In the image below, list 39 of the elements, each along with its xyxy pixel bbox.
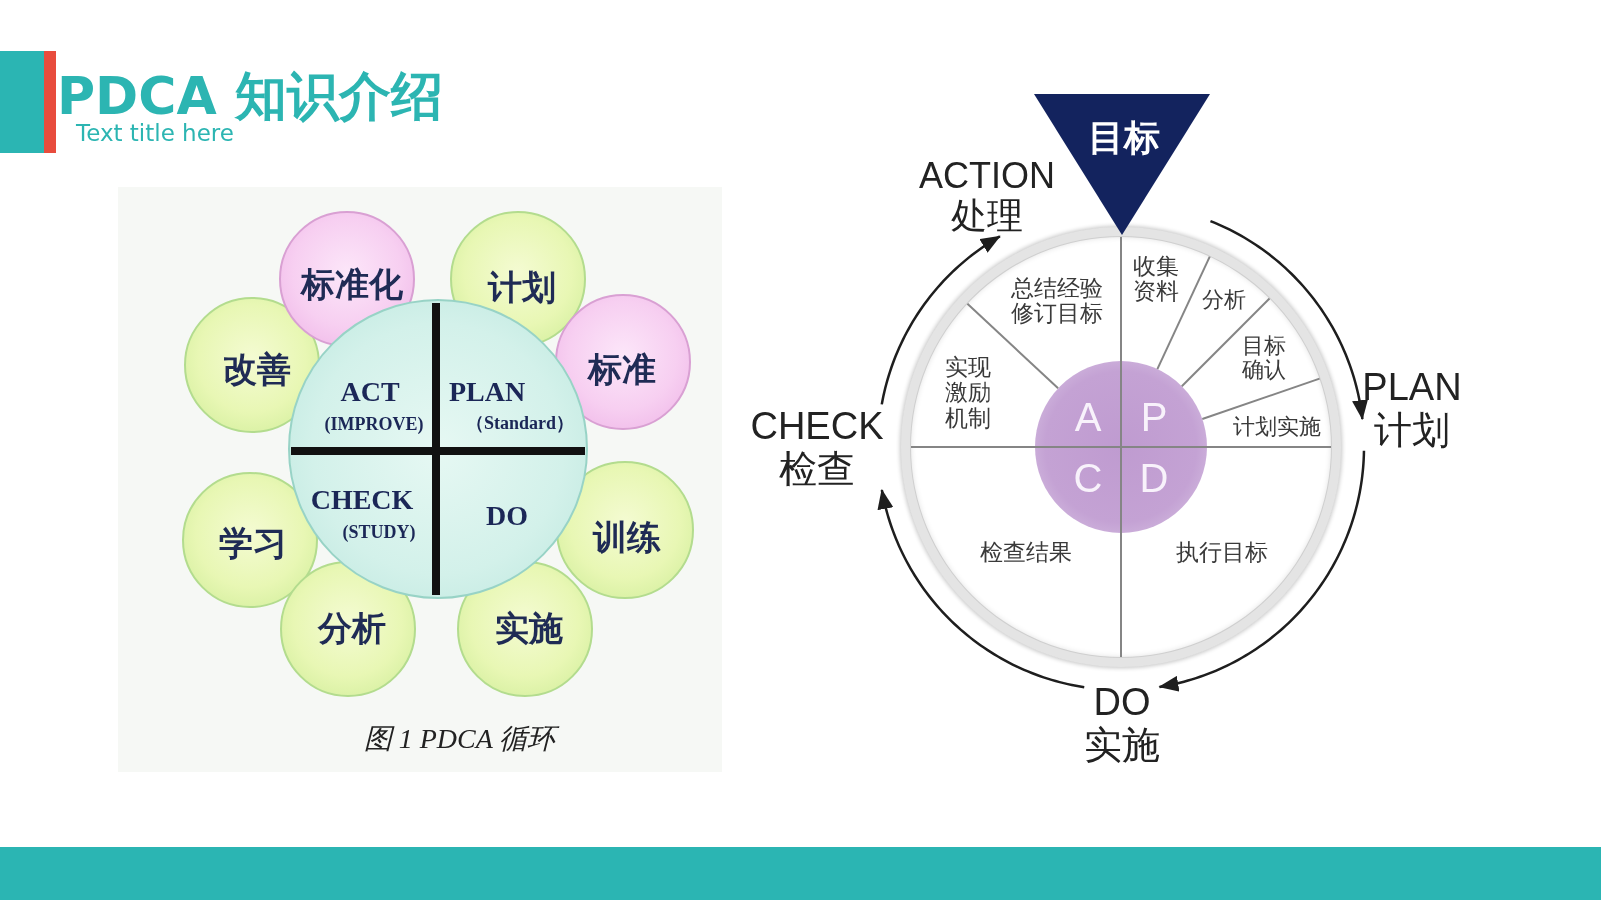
petal-label: 学习 bbox=[219, 525, 287, 563]
phase-letter: C bbox=[1073, 456, 1103, 500]
stage-label: ACTION 处理 bbox=[919, 156, 1055, 237]
petal-label: 标准化 bbox=[301, 266, 403, 304]
petal-label: 计划 bbox=[488, 269, 556, 307]
page-title: PDCA 知识介绍 bbox=[57, 70, 443, 122]
quadrant-label: CHECK bbox=[310, 484, 414, 516]
cycle-arrow bbox=[877, 489, 1085, 689]
cycle-arrow bbox=[1209, 219, 1368, 421]
phase-letter: A bbox=[1074, 395, 1102, 439]
petal-label: 标准 bbox=[588, 351, 656, 389]
sector-label: 实现激励机制 bbox=[944, 355, 992, 431]
stage-label: CHECK 检查 bbox=[750, 405, 884, 491]
phase-letter: D bbox=[1139, 456, 1169, 500]
quadrant-label: (IMPROVE) bbox=[324, 415, 424, 435]
cycle-arrow bbox=[880, 235, 1001, 405]
petal-label: 改善 bbox=[223, 351, 291, 389]
sector-label: 检查结果 bbox=[980, 540, 1072, 566]
sector-label: 目标确认 bbox=[1241, 333, 1287, 383]
figure-caption: 图 1 PDCA 循环 bbox=[358, 718, 564, 758]
quadrant-label: ACT bbox=[340, 376, 400, 408]
petal-label: 实施 bbox=[495, 610, 563, 648]
petal-label: 分析 bbox=[318, 610, 386, 648]
sector-label: 分析 bbox=[1202, 287, 1246, 313]
quadrant-label: (STUDY) bbox=[342, 523, 416, 543]
quadrant-label: DO bbox=[486, 500, 528, 532]
quadrant-label: PLAN bbox=[448, 376, 526, 408]
stage-label: DO 实施 bbox=[1084, 681, 1160, 767]
subtitle: Text title here bbox=[76, 122, 234, 145]
stage-label: PLAN 计划 bbox=[1362, 366, 1462, 452]
petal-label: 训练 bbox=[593, 519, 661, 557]
sector-label: 总结经验修订目标 bbox=[1010, 275, 1104, 327]
sector-label: 计划实施 bbox=[1233, 414, 1321, 440]
quadrant-label: （Standard） bbox=[466, 414, 574, 434]
goal-label: 目标 bbox=[1088, 118, 1160, 158]
phase-letter: P bbox=[1140, 395, 1168, 439]
sector-label: 收集资料 bbox=[1132, 253, 1180, 305]
sector-label: 执行目标 bbox=[1176, 540, 1268, 566]
cycle-arrow bbox=[1158, 450, 1366, 692]
